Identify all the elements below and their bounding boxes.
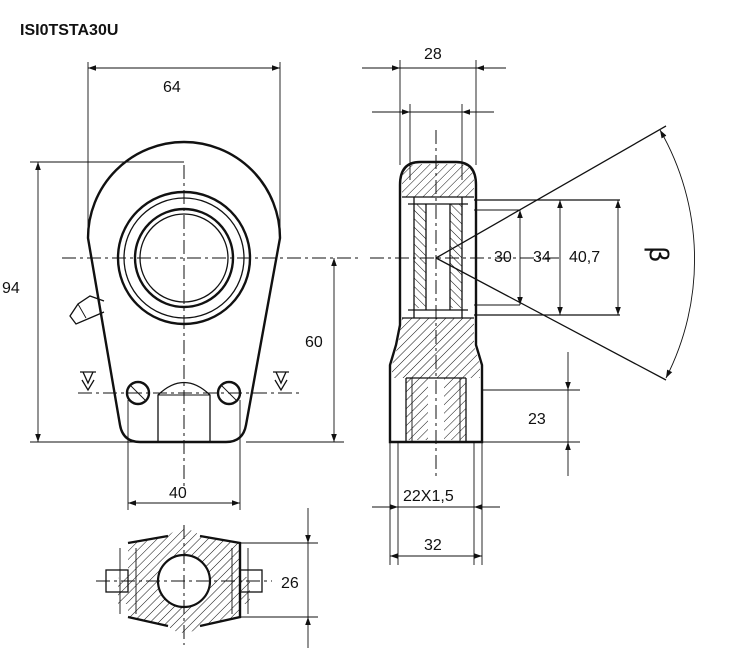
dim-40-7-label: 40,7 [569,249,600,266]
dim-60-label: 60 [305,334,323,351]
dim-34-label: 34 [533,249,551,266]
bottom-section-view [96,525,272,645]
dim-94-label: 94 [2,280,20,297]
dim-30-label: 30 [494,249,512,266]
dim-40-label: 40 [169,485,187,502]
dim-28-label: 28 [424,46,442,63]
drawing-title: ISI0TSTA30U [20,22,118,39]
dim-thread-label: 22X1,5 [403,488,454,505]
dim-64-label: 64 [163,79,181,96]
front-view [62,140,360,490]
dim-23-label: 23 [528,411,546,428]
side-section-view [370,130,620,480]
dim-26-label: 26 [281,575,299,592]
dim-32-label: 32 [424,537,442,554]
angle-beta-symbol: β [643,246,673,263]
